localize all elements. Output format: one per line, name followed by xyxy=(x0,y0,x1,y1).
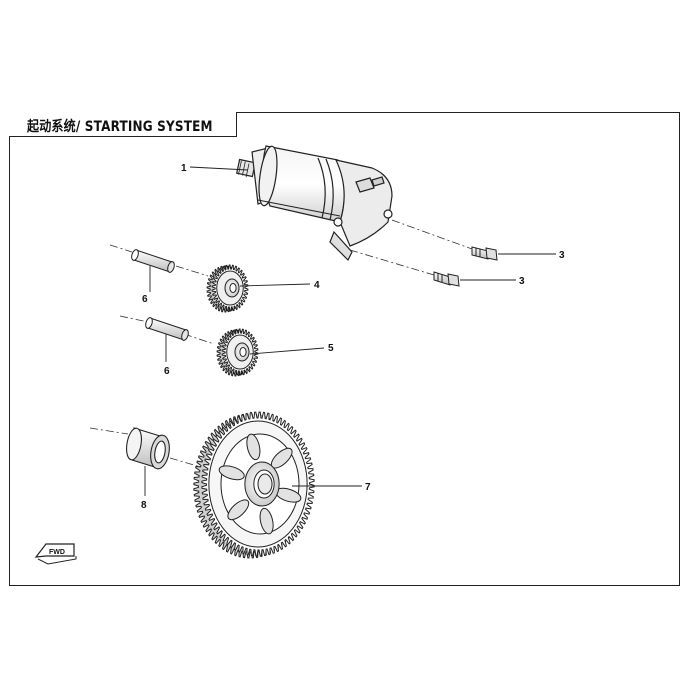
page-title: 起动系统/ STARTING SYSTEM xyxy=(27,119,213,135)
leader-3-lower: 3 xyxy=(460,276,525,287)
idler-shaft-upper xyxy=(131,249,175,273)
leader-6-lower: 6 xyxy=(164,334,170,377)
callout-6-lower: 6 xyxy=(164,366,170,377)
callout-1: 1 xyxy=(181,163,187,174)
forward-direction-badge: FWD xyxy=(34,543,77,565)
callout-3-lower: 3 xyxy=(519,276,525,287)
leader-7: 7 xyxy=(292,482,371,493)
callout-8: 8 xyxy=(141,500,147,511)
diagram-frame xyxy=(9,112,680,586)
title-box xyxy=(9,112,237,137)
callout-6-upper: 6 xyxy=(142,294,148,305)
leader-4: 4 xyxy=(239,280,320,291)
leader-6-upper: 6 xyxy=(142,266,151,305)
starter-driven-gear xyxy=(193,411,315,559)
leader-8: 8 xyxy=(141,466,147,511)
needle-bearing xyxy=(126,427,170,470)
leader-3-upper: 3 xyxy=(498,250,565,261)
mount-bolt-lower xyxy=(433,271,460,287)
idler-gear-5 xyxy=(216,328,259,377)
callout-5: 5 xyxy=(328,343,334,354)
callout-7: 7 xyxy=(365,482,371,493)
leader-1: 1 xyxy=(181,163,249,174)
leader-5: 5 xyxy=(249,343,334,355)
idler-gear-4 xyxy=(206,264,249,313)
idler-shaft-lower xyxy=(145,317,189,341)
callout-3-upper: 3 xyxy=(559,250,565,261)
forward-arrow-icon: FWD xyxy=(49,549,65,556)
mount-bolt-upper xyxy=(471,246,498,261)
callout-4: 4 xyxy=(314,280,320,291)
starter-motor xyxy=(236,145,393,262)
